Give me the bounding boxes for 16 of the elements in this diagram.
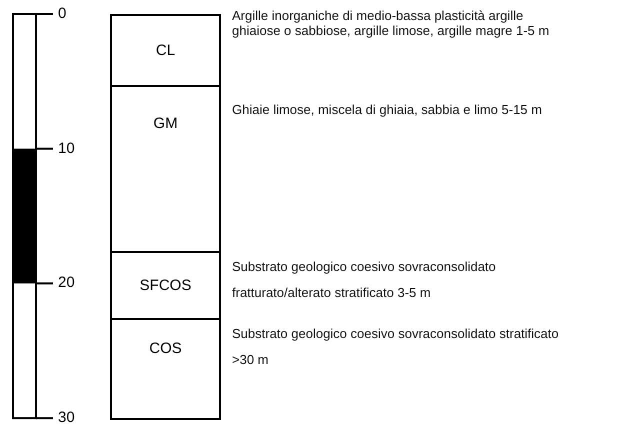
layer-description: Substrato geologico coesivo sovraconsolidato stratificato >30 m (232, 325, 560, 369)
depth-label: 0 (58, 6, 66, 22)
depth-label: 30 (58, 410, 75, 424)
soil-layer-box (110, 251, 221, 320)
soil-layer-box (110, 318, 221, 420)
layer-code: GM (152, 115, 179, 132)
layer-description: Ghiaie limose, miscela di ghiaia, sabbia e limo 5-15 m (232, 102, 543, 117)
layer-description: Argille inorganiche di medio-bassa plasticità argille ghiaiose o sabbiose, argille limose, argille magre 1-5 m (232, 8, 550, 38)
depth-label: 20 (58, 275, 75, 292)
layer-code: COS (148, 340, 183, 358)
depth-label: 10 (58, 140, 75, 157)
layer-code: CL (154, 42, 176, 59)
layer-description: Substrato geologico coesivo sovraconsolidato fratturato/alterato stratificato 3-5 m (232, 258, 497, 302)
layer-code: SFCOS (138, 277, 192, 294)
soil-layer-box (110, 14, 221, 88)
soil-layer-box (110, 85, 221, 254)
